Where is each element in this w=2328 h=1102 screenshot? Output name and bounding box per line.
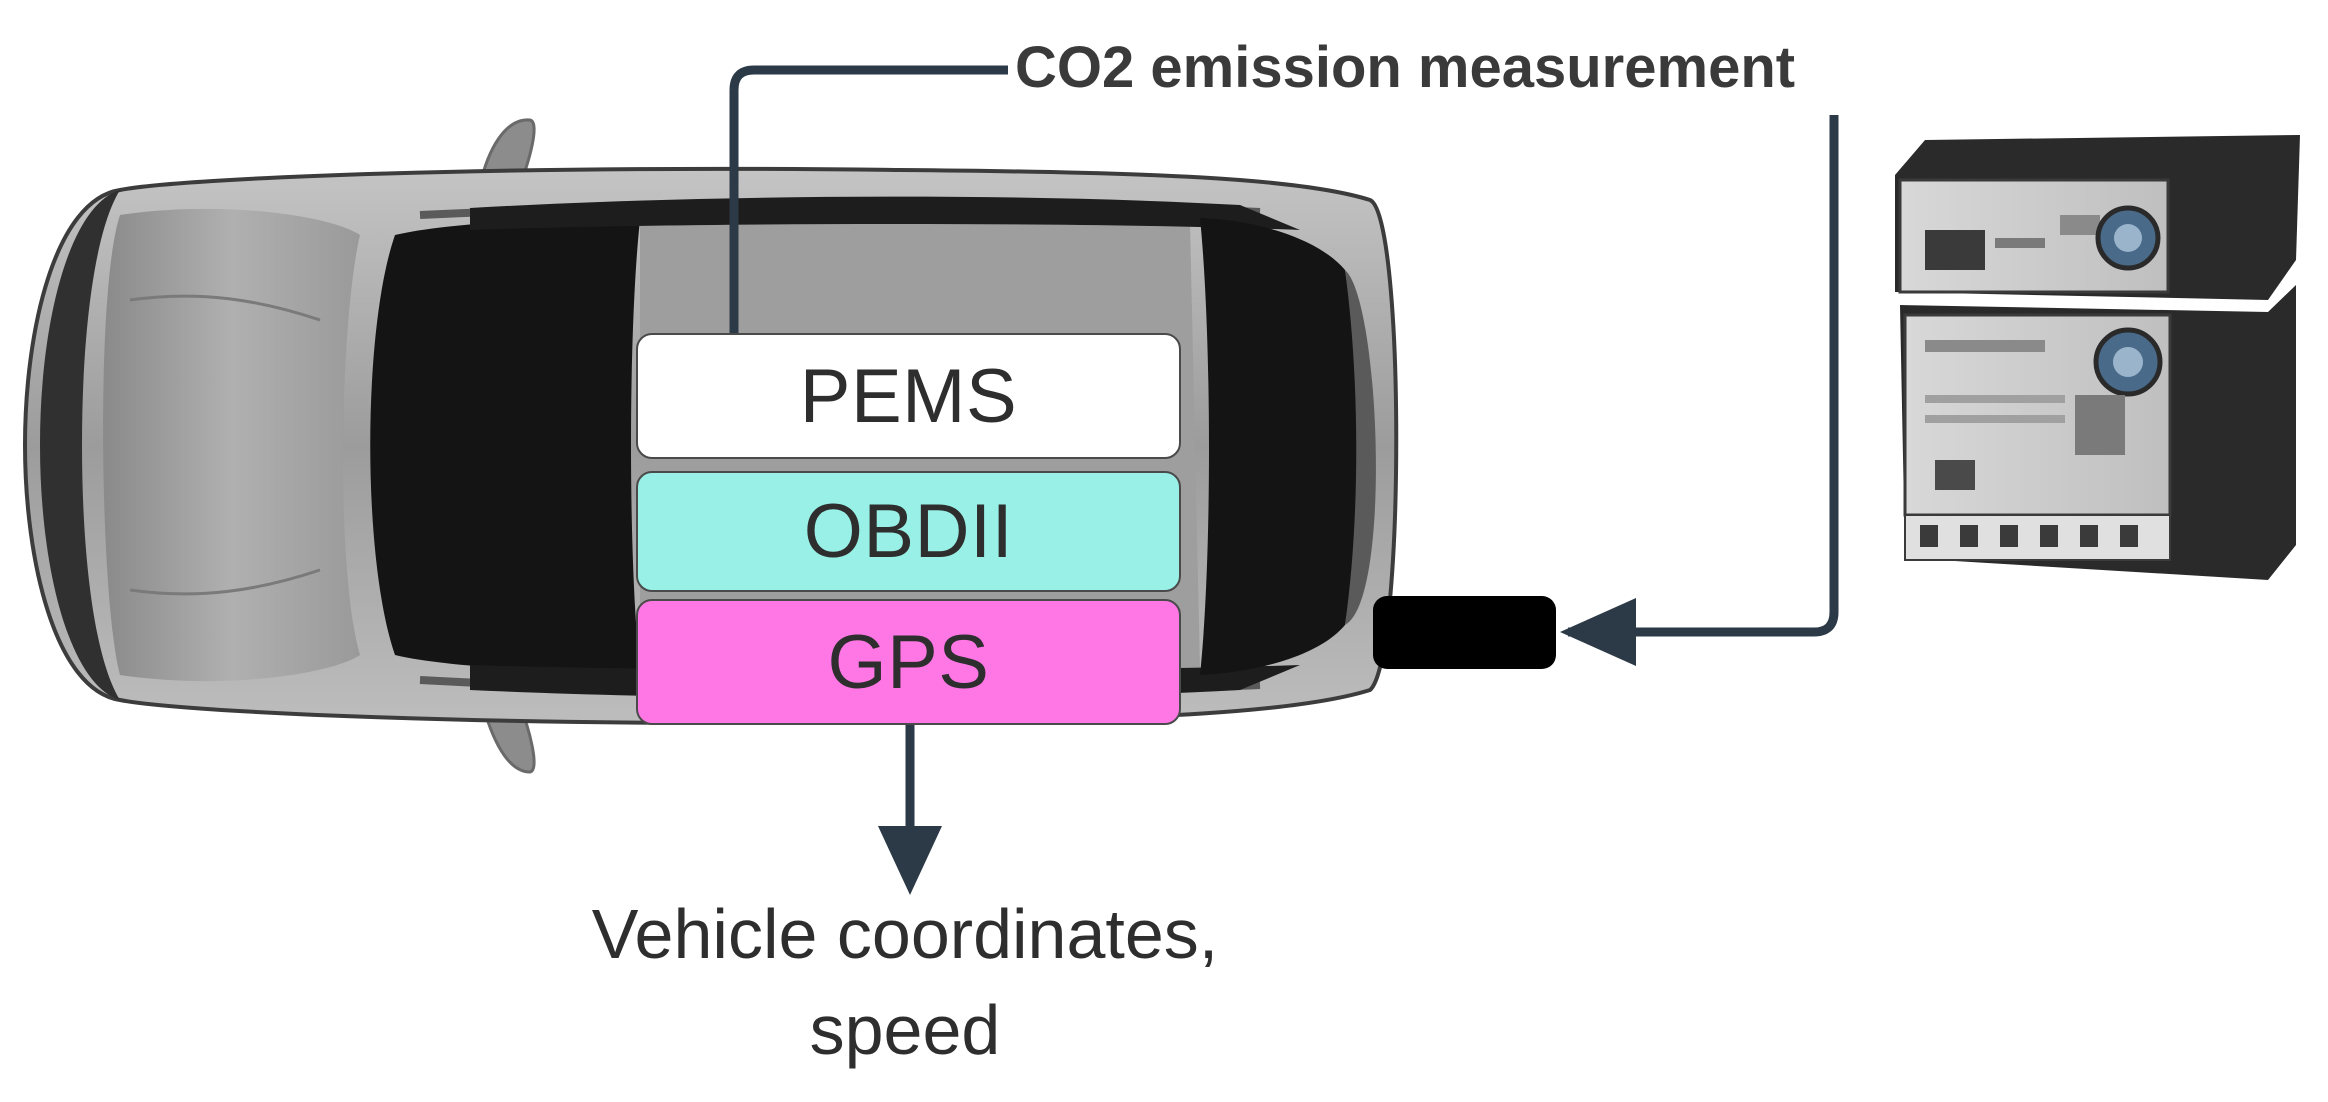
gps-module-block: GPS [636,599,1181,725]
exhaust-arrow-head-icon [1560,598,1636,666]
vehicle-output-label-line1: Vehicle coordinates, [591,895,1219,973]
exhaust-connector-icon [1373,596,1556,669]
pems-equipment-image [1895,135,2300,580]
obdii-module-block: OBDII [636,471,1181,592]
gps-module-label: GPS [827,619,990,705]
gps-arrow-head-icon [878,826,942,895]
co2-measurement-label: CO2 emission measurement [1015,35,1796,100]
pems-module-label: PEMS [799,353,1018,439]
co2-to-exhaust-connector [1568,115,1839,637]
pems-to-co2-connector [729,65,1008,333]
pems-module-block: PEMS [636,333,1181,459]
vehicle-output-label: Vehicle coordinates, speed [470,886,1340,1078]
vehicle-output-label-line2: speed [809,991,1001,1069]
obdii-module-label: OBDII [803,489,1014,574]
